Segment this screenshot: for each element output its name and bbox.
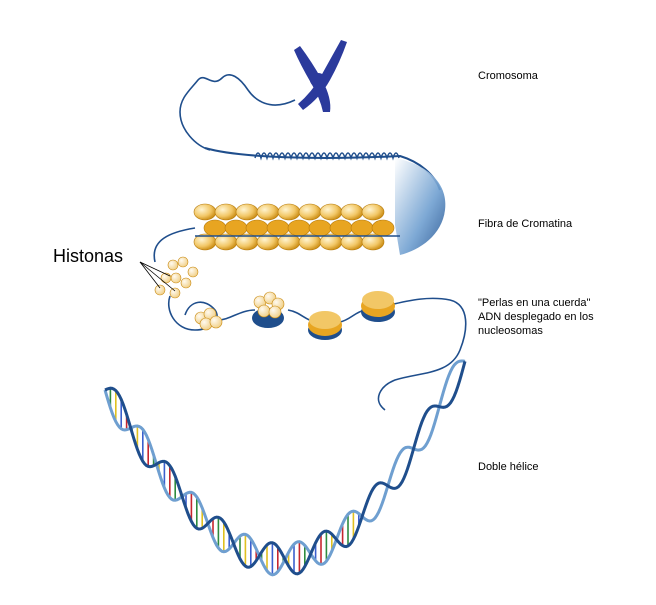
chromatin-fiber bbox=[193, 203, 400, 251]
fiber-nucleosome bbox=[245, 219, 269, 237]
label-beads-line-2: ADN desplegado en los bbox=[478, 311, 594, 323]
label-beads-line-3: nucleosomas bbox=[478, 325, 543, 337]
histone-cluster bbox=[154, 256, 199, 299]
beads-on-a-string bbox=[194, 291, 467, 411]
fiber-nucleosome bbox=[224, 219, 248, 237]
fiber-nucleosome bbox=[361, 233, 385, 251]
fiber-nucleosome bbox=[266, 219, 290, 237]
fiber-nucleosome bbox=[298, 203, 322, 221]
helix-backbone bbox=[103, 359, 466, 577]
label-chromosome: Cromosoma bbox=[478, 70, 538, 82]
fiber-nucleosome bbox=[340, 203, 364, 221]
fiber-nucleosome bbox=[235, 203, 259, 221]
label-histones: Histonas bbox=[53, 246, 124, 266]
chromosome-dna-loop bbox=[179, 74, 296, 151]
fiber-nucleosome bbox=[256, 203, 280, 221]
fiber-nucleosome bbox=[308, 219, 332, 237]
fiber-nucleosome bbox=[203, 219, 227, 237]
helix-backbone bbox=[104, 360, 467, 576]
label-chromatin-fiber: Fibra de Cromatina bbox=[478, 218, 573, 230]
label-double-helix: Doble hélice bbox=[478, 461, 539, 473]
fiber-nucleosome bbox=[329, 219, 353, 237]
fiber-nucleosome bbox=[350, 219, 374, 237]
fiber-nucleosome bbox=[193, 203, 217, 221]
fiber-nucleosome bbox=[287, 219, 311, 237]
chromosome bbox=[294, 40, 347, 112]
histones-pointer-lines bbox=[139, 261, 176, 292]
fiber-nucleosome bbox=[319, 203, 343, 221]
double-helix bbox=[103, 359, 467, 577]
fiber-nucleosome bbox=[277, 203, 301, 221]
label-beads-line-1: "Perlas en una cuerda" bbox=[478, 297, 591, 309]
fiber-nucleosome bbox=[361, 203, 385, 221]
fiber-nucleosome bbox=[214, 203, 238, 221]
zoom-cone bbox=[395, 158, 446, 255]
fiber-nucleosome bbox=[371, 219, 395, 237]
